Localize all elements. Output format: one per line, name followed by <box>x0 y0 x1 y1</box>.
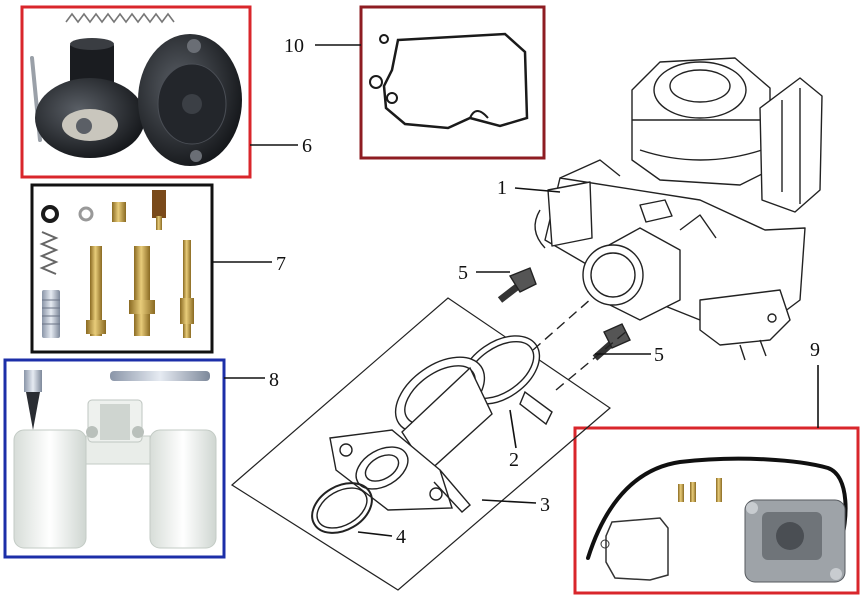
jet-kit-photo <box>30 183 214 354</box>
callout-9: 9 <box>810 339 820 361</box>
callout-6: 6 <box>302 135 312 157</box>
gasket-photo <box>359 5 546 160</box>
rebuild-kit-photo <box>573 426 860 595</box>
callout-labels: 10 6 7 8 1 5 5 2 3 4 9 <box>269 35 820 548</box>
diaphragm-kit-photo <box>20 5 252 179</box>
callout-5-top: 5 <box>458 262 468 284</box>
callout-4: 4 <box>396 526 406 548</box>
callout-2: 2 <box>509 449 519 471</box>
callout-5-right: 5 <box>654 344 664 366</box>
callout-8: 8 <box>269 369 279 391</box>
carburetor-drawing <box>534 57 823 361</box>
leader-lines <box>212 44 819 537</box>
float-kit-photo <box>3 358 226 559</box>
callout-10: 10 <box>284 35 304 57</box>
callout-1: 1 <box>497 177 507 199</box>
callout-3: 3 <box>540 494 550 516</box>
callout-7: 7 <box>276 253 286 275</box>
intake-manifold-drawing <box>230 267 631 591</box>
